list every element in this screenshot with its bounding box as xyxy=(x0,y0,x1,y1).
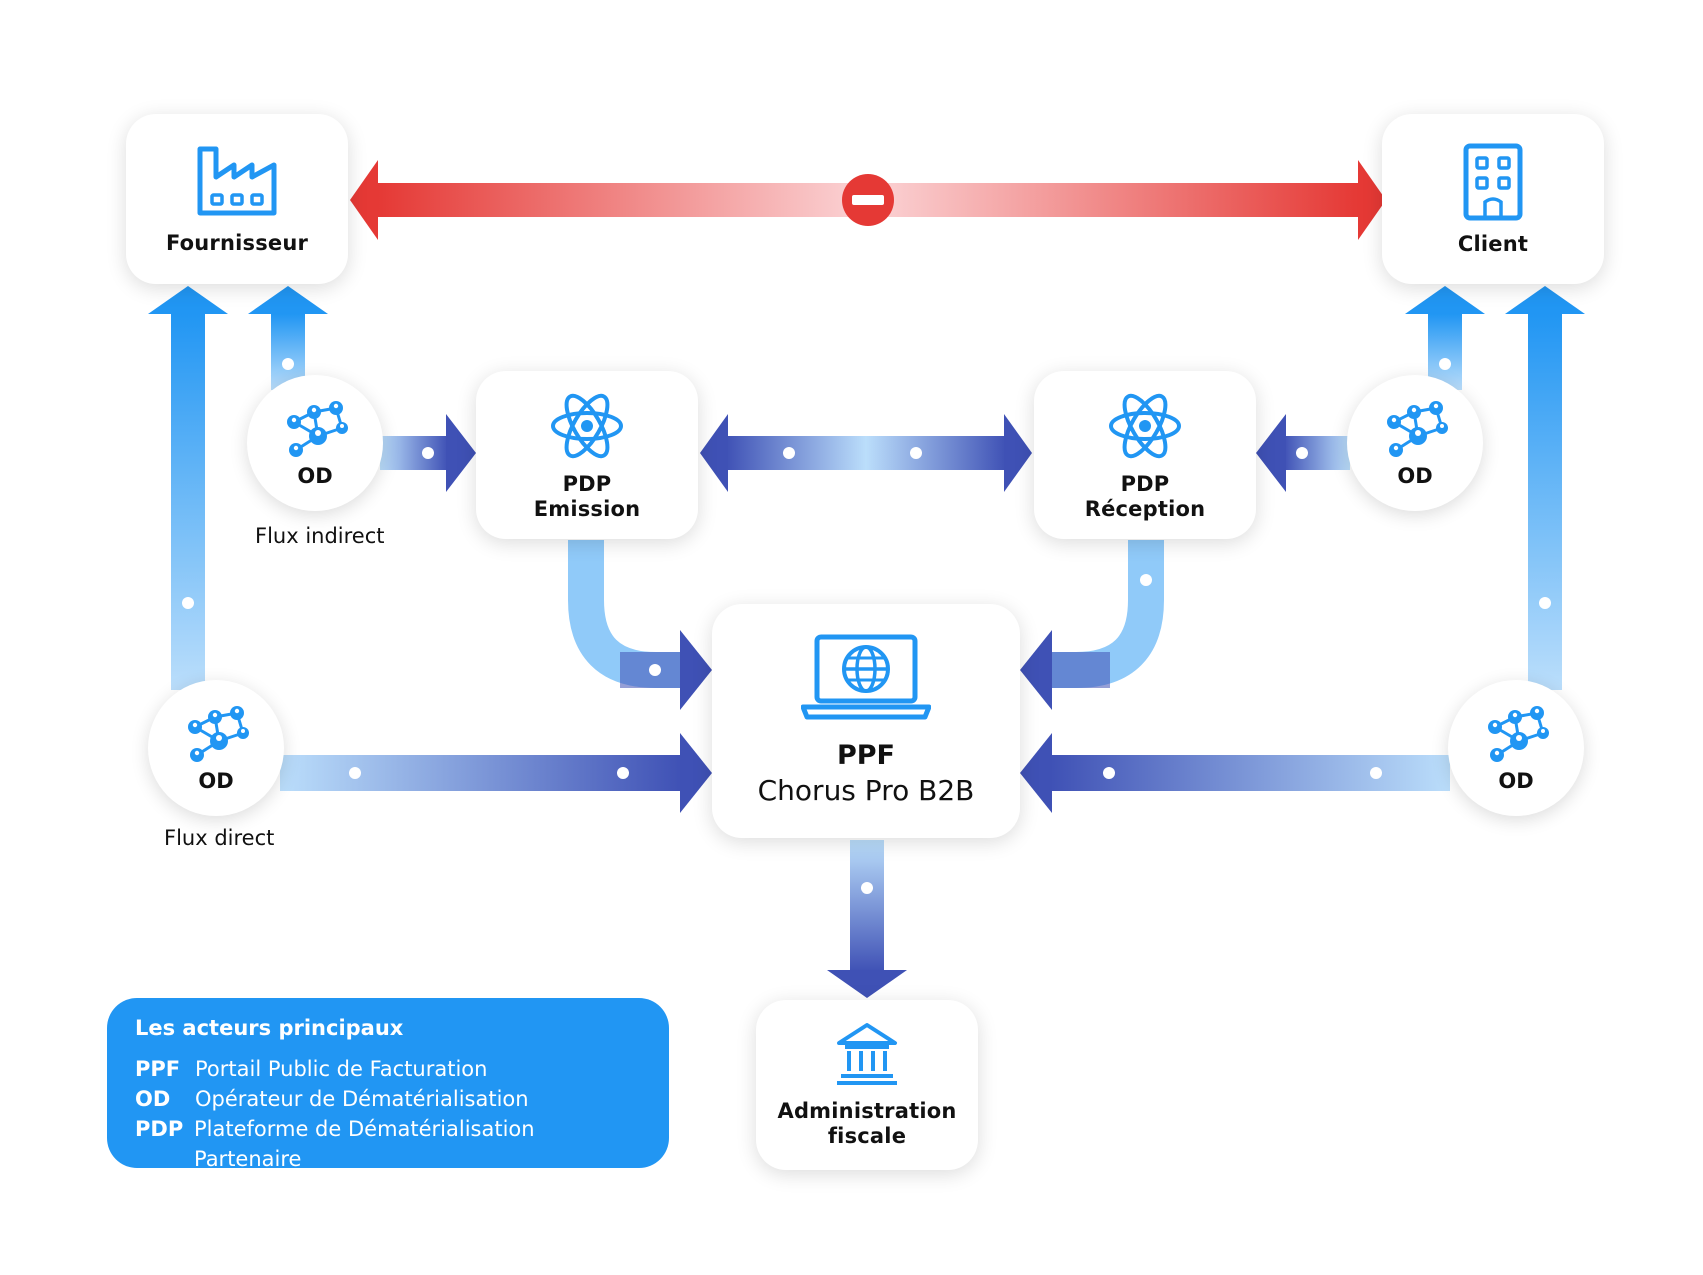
bank-icon xyxy=(837,1023,897,1085)
legend-full: Plateforme de Dématérialisation Partenai… xyxy=(193,1117,535,1171)
arrow-od-direct-to-ppf xyxy=(280,733,712,813)
arrow-pdp-reception-to-ppf xyxy=(1020,540,1164,710)
legend-full: Portail Public de Facturation xyxy=(195,1057,488,1081)
blocked-arrow xyxy=(350,160,1386,240)
network-people-icon xyxy=(1488,706,1549,762)
network-people-icon xyxy=(287,401,348,457)
arrow-od-right-to-ppf xyxy=(1020,733,1450,813)
ppf-subtitle: Chorus Pro B2B xyxy=(757,774,975,807)
legend-item: OD Opérateur de Dématérialisation xyxy=(135,1084,641,1114)
legend-abbr: PPF xyxy=(135,1057,181,1081)
network-people-icon xyxy=(1387,401,1448,457)
fournisseur-label: Fournisseur xyxy=(165,230,309,255)
od-circle-right-top: OD xyxy=(1347,375,1483,511)
node-pdp-emission: PDP Emission xyxy=(476,371,698,539)
od-circle-indirect: OD xyxy=(247,375,383,511)
flux-indirect-label: Flux indirect xyxy=(255,524,385,548)
legend-title: Les acteurs principaux xyxy=(135,1016,404,1040)
node-client: Client xyxy=(1382,114,1604,284)
pdp-emission-line1: PDP xyxy=(562,472,612,496)
od-circle-direct: OD xyxy=(148,680,284,816)
legend-full: Opérateur de Dématérialisation xyxy=(195,1087,529,1111)
od-label: OD xyxy=(1397,464,1433,488)
arrow-pdp-to-pdp xyxy=(700,414,1032,492)
legend-abbr: PDP xyxy=(135,1117,184,1141)
laptop-globe-icon xyxy=(801,634,931,720)
pdp-reception-line1: PDP xyxy=(1120,472,1170,496)
ppf-title: PPF xyxy=(836,740,896,771)
node-pdp-reception: PDP Réception xyxy=(1034,371,1256,539)
node-ppf: PPF Chorus Pro B2B xyxy=(712,604,1020,838)
legend-box: Les acteurs principaux PPF Portail Publi… xyxy=(107,998,669,1171)
arrow-od-to-pdp-reception xyxy=(1256,414,1350,492)
legend-item: PPF Portail Public de Facturation xyxy=(135,1054,641,1084)
building-icon xyxy=(1463,143,1523,220)
node-administration-fiscale: Administration fiscale xyxy=(756,1000,978,1170)
atom-icon xyxy=(551,393,623,459)
pdp-emission-line2: Emission xyxy=(533,497,641,521)
arrow-pdp-emission-to-ppf xyxy=(568,540,712,710)
arrow-od-to-pdp-emission xyxy=(380,414,476,492)
arrow-od-direct-to-fournisseur xyxy=(148,286,228,690)
pdp-reception-line2: Réception xyxy=(1084,497,1206,521)
legend-abbr: OD xyxy=(135,1087,171,1111)
administration-line1: Administration xyxy=(777,1099,957,1123)
legend-item: PDP Plateforme de Dématérialisation Part… xyxy=(135,1114,641,1174)
od-label: OD xyxy=(297,464,333,488)
client-label: Client xyxy=(1457,231,1529,256)
atom-icon xyxy=(1109,393,1181,459)
od-circle-right-bottom: OD xyxy=(1448,680,1584,816)
network-people-icon xyxy=(188,706,249,762)
od-label: OD xyxy=(198,769,234,793)
arrow-ppf-to-administration xyxy=(827,840,907,998)
od-label: OD xyxy=(1498,769,1534,793)
node-fournisseur: Fournisseur xyxy=(126,114,348,284)
arrow-od-to-client-outer xyxy=(1505,286,1585,690)
administration-line2: fiscale xyxy=(827,1124,907,1148)
flux-direct-label: Flux direct xyxy=(164,826,275,850)
factory-icon xyxy=(197,146,277,215)
